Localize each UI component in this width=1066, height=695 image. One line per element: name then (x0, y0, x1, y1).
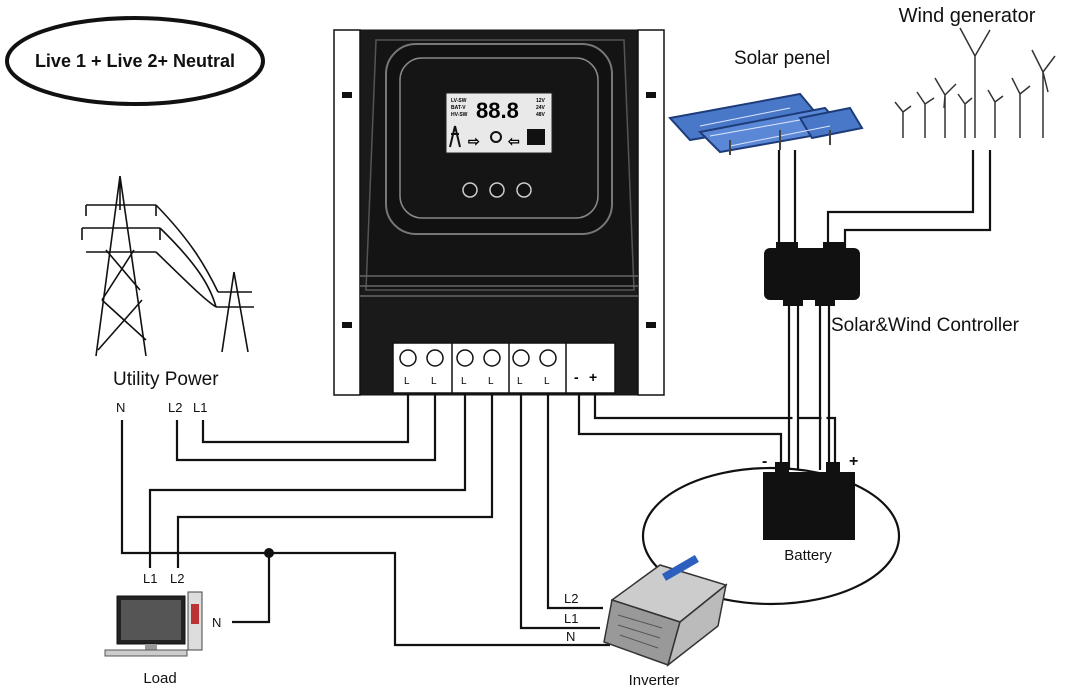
utility-power-label: Utility Power (113, 369, 219, 390)
terminal-label-neg: - (574, 369, 579, 385)
arrow-right-icon: ⇨ (468, 133, 480, 149)
terminal-label-2: L (431, 376, 437, 387)
inverter-n-label: N (566, 629, 575, 644)
inverter-l1-label: L1 (564, 611, 578, 626)
load-label: Load (143, 670, 176, 687)
transfer-switch: LV-SW BAT-V HV-SW 88.8 12V 24V 48V ⇨ ⇦ (333, 29, 665, 396)
arrow-left-icon: ⇦ (507, 133, 520, 149)
lcd-digits: 88.8 (476, 98, 519, 123)
panel-icon (527, 129, 545, 145)
button-1[interactable] (462, 182, 478, 198)
terminal-block: L L L L L L - + (392, 342, 616, 394)
lcd-label-lv: LV-SW (451, 98, 467, 104)
load-l2-label: L2 (170, 571, 184, 586)
load-n-label: N (212, 615, 221, 630)
terminal-label-pos: + (589, 369, 597, 385)
terminal-label-1: L (404, 376, 410, 387)
inverter-label: Inverter (629, 672, 680, 689)
wind-turbines (894, 27, 1056, 138)
button-3[interactable] (516, 182, 532, 198)
utility-towers (81, 175, 254, 357)
phase-badge-text: Live 1 + Live 2+ Neutral (35, 51, 235, 71)
lcd-label-bat: BAT-V (451, 105, 466, 111)
inverter-l2-label: L2 (564, 591, 578, 606)
utility-l2-label: L2 (168, 400, 182, 415)
wiring (120, 150, 992, 647)
tower-icon (449, 125, 461, 148)
lcd-label-12v: 12V (536, 98, 546, 104)
terminal-label-5: L (517, 376, 523, 387)
inverter (603, 554, 728, 667)
utility-n-label: N (116, 400, 125, 415)
terminal-label-3: L (461, 376, 467, 387)
phase-badge: Live 1 + Live 2+ Neutral (5, 16, 265, 106)
battery-neg-label: - (762, 453, 767, 470)
lcd-label-48v: 48V (536, 112, 546, 118)
lcd-label-24v: 24V (536, 105, 546, 111)
wind-generator-label: Wind generator (899, 5, 1036, 27)
terminal-label-6: L (544, 376, 550, 387)
terminal-label-4: L (488, 376, 494, 387)
lcd-display: LV-SW BAT-V HV-SW 88.8 12V 24V 48V ⇨ ⇦ (445, 92, 553, 154)
battery: - + (762, 453, 858, 540)
load-computer (104, 591, 203, 657)
bulb-icon (490, 131, 502, 143)
controller-label: Solar&Wind Controller (831, 315, 1020, 336)
solar-wind-controller (764, 242, 860, 306)
lcd-label-hv: HV-SW (451, 112, 468, 118)
battery-pos-label: + (849, 453, 858, 470)
solar-panels (668, 92, 864, 155)
button-2[interactable] (489, 182, 505, 198)
utility-l1-label: L1 (193, 400, 207, 415)
solar-panel-label: Solar penel (734, 48, 830, 69)
battery-label: Battery (784, 547, 832, 564)
load-l1-label: L1 (143, 571, 157, 586)
